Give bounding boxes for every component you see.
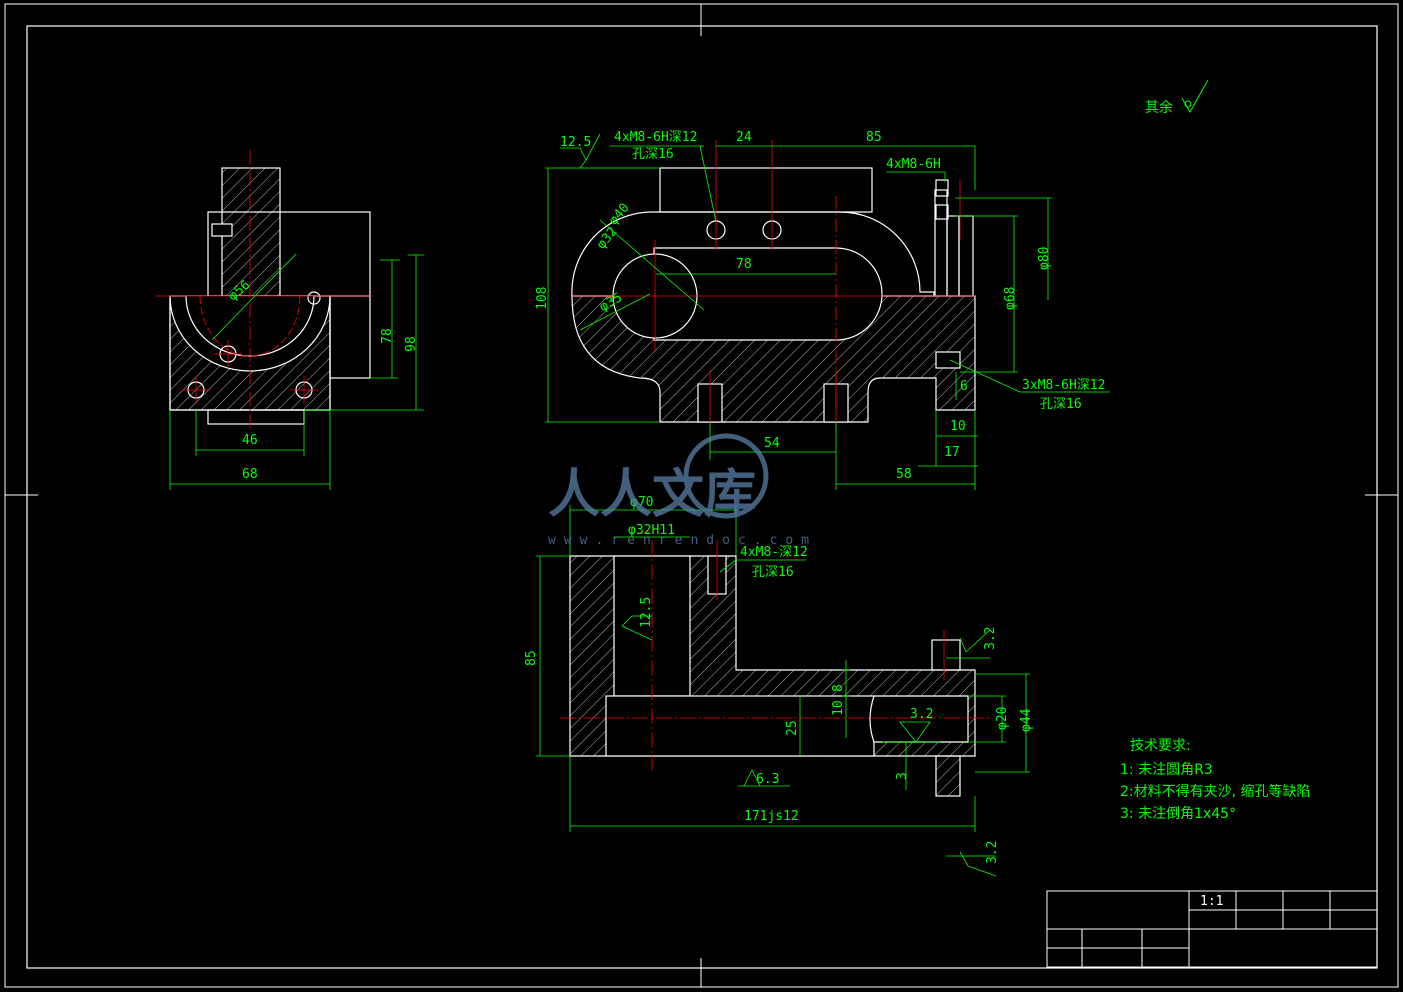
- svg-text:78: 78: [736, 257, 752, 272]
- svg-text:孔深16: 孔深16: [632, 147, 674, 162]
- left-view: φ56 78 98 46 68: [156, 150, 424, 490]
- watermark: 人人文库 www.renrendoc.com: [548, 433, 817, 548]
- svg-text:85: 85: [866, 130, 882, 145]
- svg-text:68: 68: [242, 467, 258, 482]
- svg-text:6.3: 6.3: [756, 772, 779, 787]
- scale-label: 1:1: [1200, 894, 1223, 909]
- svg-text:12.5: 12.5: [560, 135, 591, 150]
- section-view: φ70 φ32H11 4xM8-深12 孔深16 12.5 85 3.2 8 1…: [524, 495, 1034, 877]
- sheet-frame: [4, 3, 1399, 988]
- svg-text:φ70: φ70: [630, 495, 653, 510]
- svg-text:φ80: φ80: [1037, 247, 1052, 270]
- svg-text:85: 85: [524, 650, 539, 666]
- svg-text:孔深16: 孔深16: [752, 565, 794, 580]
- svg-text:φ32H11: φ32H11: [628, 523, 675, 538]
- svg-text:6: 6: [960, 379, 968, 394]
- svg-text:φ44: φ44: [1019, 708, 1034, 732]
- svg-text:46: 46: [242, 433, 258, 448]
- svg-text:58: 58: [896, 467, 912, 482]
- svg-text:10: 10: [950, 419, 966, 434]
- svg-text:其余: 其余: [1145, 99, 1173, 116]
- svg-text:3.2: 3.2: [910, 707, 933, 722]
- svg-text:24: 24: [736, 130, 752, 145]
- tech-requirement-1: 1: 未注圆角R3: [1120, 762, 1213, 778]
- surface-roughness-note: 其余: [1145, 79, 1209, 116]
- tech-requirement-3: 3: 未注倒角1x45°: [1120, 806, 1236, 822]
- svg-text:www.renrendoc.com: www.renrendoc.com: [548, 533, 817, 548]
- svg-text:17: 17: [944, 445, 960, 460]
- svg-text:孔深16: 孔深16: [1040, 397, 1082, 412]
- svg-text:3: 3: [895, 772, 910, 780]
- svg-text:78: 78: [380, 328, 395, 344]
- svg-text:108: 108: [535, 287, 550, 310]
- svg-text:98: 98: [404, 336, 419, 352]
- svg-text:3.2: 3.2: [985, 841, 1000, 864]
- svg-text:3.2: 3.2: [983, 627, 998, 650]
- svg-text:φ68: φ68: [1003, 287, 1018, 310]
- tech-requirement-2: 2:材料不得有夹沙, 缩孔等缺陷: [1120, 783, 1311, 800]
- svg-text:3xM8-6H深12: 3xM8-6H深12: [1022, 378, 1105, 393]
- svg-text:4xM8-6H深12: 4xM8-6H深12: [614, 130, 697, 145]
- svg-text:8: 8: [831, 684, 846, 692]
- svg-text:25: 25: [785, 720, 800, 736]
- svg-text:4xM8-深12: 4xM8-深12: [740, 545, 808, 560]
- svg-text:171js12: 171js12: [744, 809, 799, 824]
- front-view: 12.5 4xM8-6H深12 孔深16 24 85 4xM8-6H φ40 φ…: [535, 130, 1110, 490]
- svg-text:12.5: 12.5: [639, 597, 654, 628]
- svg-text:φ20: φ20: [995, 707, 1010, 730]
- svg-text:54: 54: [764, 436, 780, 451]
- svg-text:10: 10: [831, 700, 846, 716]
- svg-text:4xM8-6H: 4xM8-6H: [886, 157, 941, 172]
- title-block: [1046, 890, 1378, 968]
- tech-requirements-title: 技术要求:: [1130, 738, 1191, 754]
- tech-requirements: 技术要求: 1: 未注圆角R3 2:材料不得有夹沙, 缩孔等缺陷 3: 未注倒角…: [1120, 738, 1311, 822]
